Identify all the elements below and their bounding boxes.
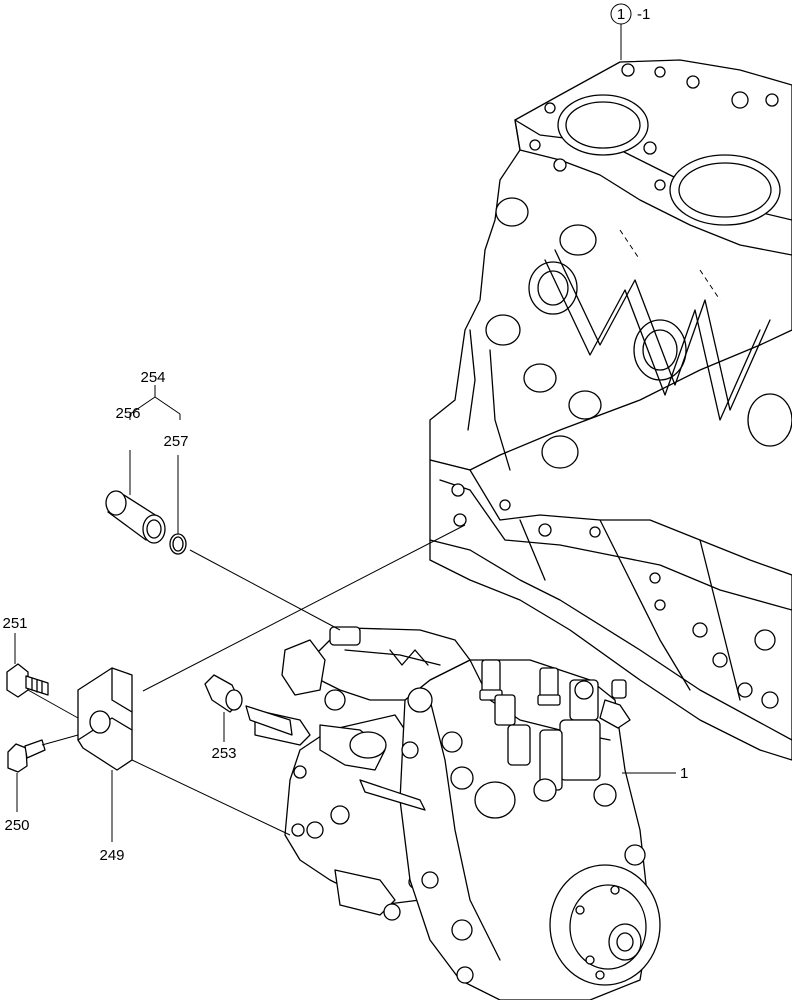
bushing-256 xyxy=(105,490,166,544)
label-253: 253 xyxy=(211,745,236,762)
ref-suffix: -1 xyxy=(637,6,650,23)
fuel-injection-pump xyxy=(254,626,661,1000)
bolt-250 xyxy=(7,739,46,773)
o-ring-257 xyxy=(169,533,187,555)
label-249: 249 xyxy=(99,847,124,864)
label-257: 257 xyxy=(163,433,188,450)
ref-circle-number: 1 xyxy=(617,6,625,23)
label-251: 251 xyxy=(2,615,27,632)
label-256: 256 xyxy=(115,405,140,422)
bracket-249 xyxy=(77,667,133,771)
label-250: 250 xyxy=(4,817,29,834)
reference-callout: 1 -1 xyxy=(610,3,650,60)
fitting-253 xyxy=(204,674,293,736)
leader-lines xyxy=(14,385,676,842)
bolt-251 xyxy=(6,663,49,698)
cylinder-block xyxy=(429,59,792,761)
label-pump-1: 1 xyxy=(680,765,688,782)
label-254: 254 xyxy=(140,369,165,386)
